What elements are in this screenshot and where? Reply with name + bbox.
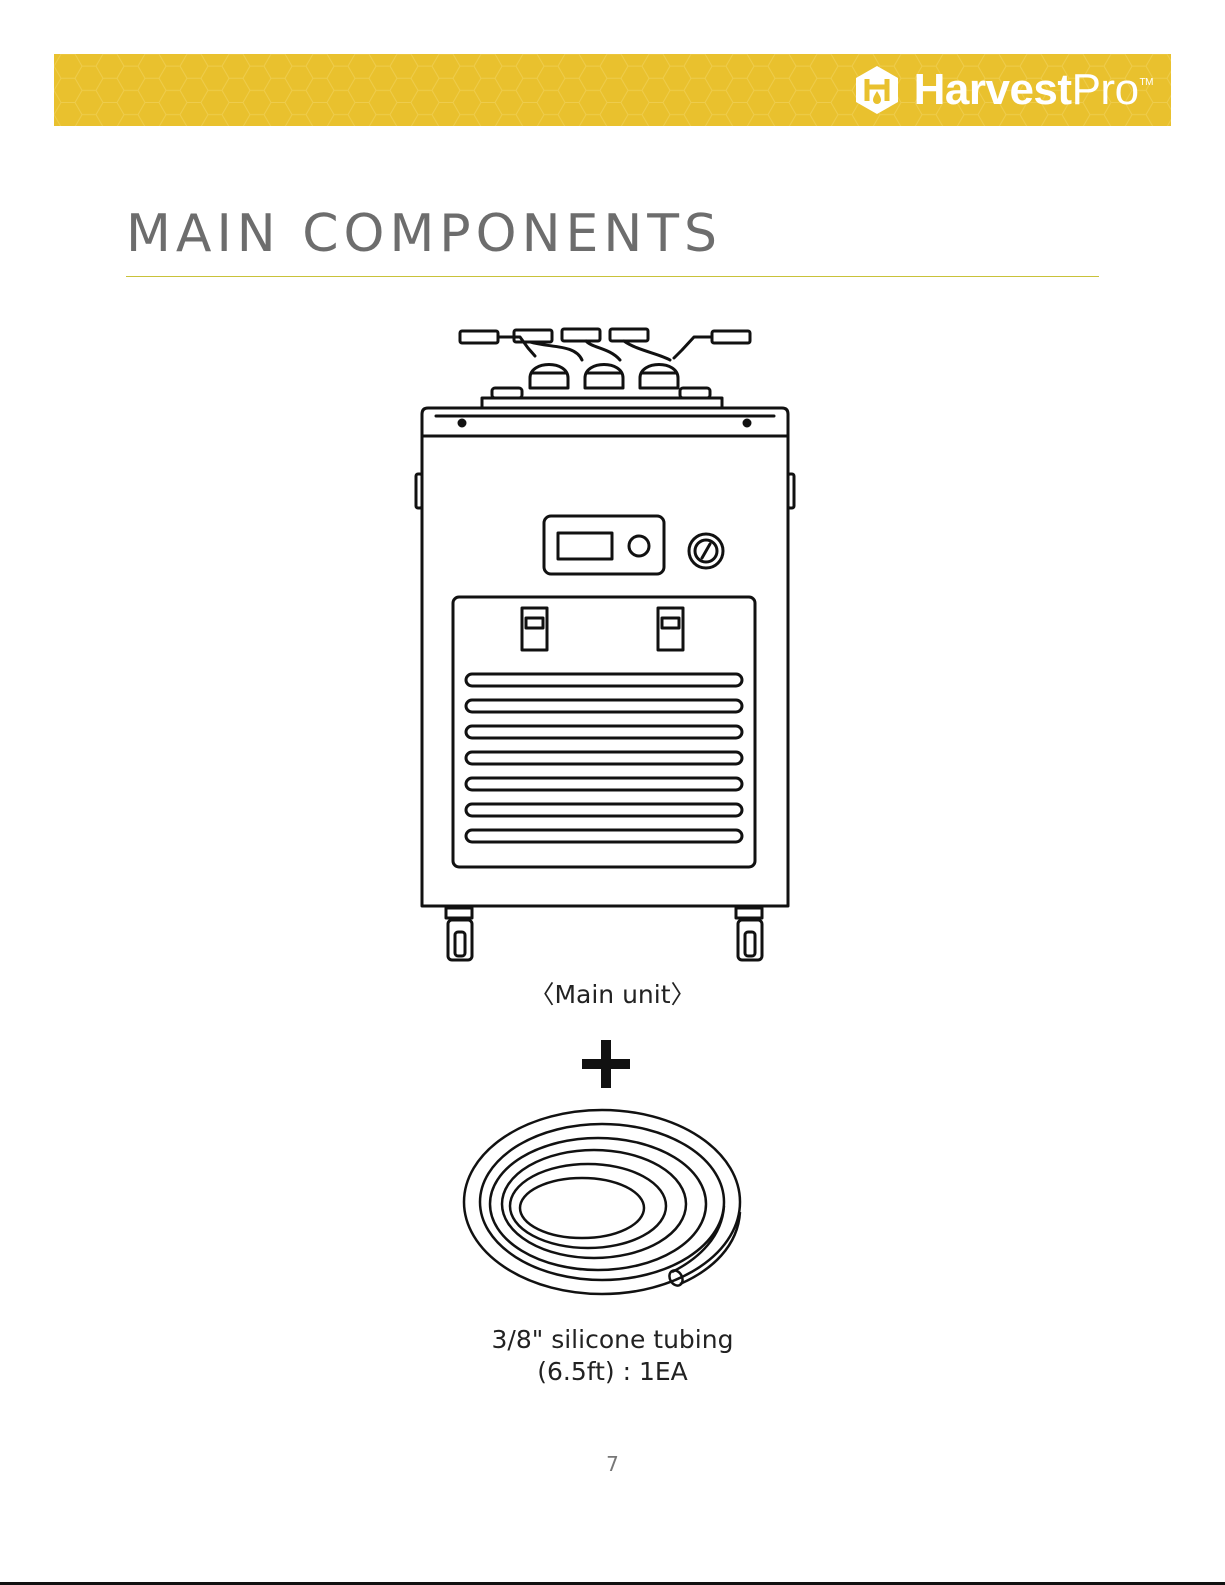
tubing-caption: 3/8" silicone tubing (6.5ft) : 1EA — [0, 1324, 1225, 1388]
plus-icon — [582, 1040, 630, 1088]
casters — [446, 908, 762, 960]
tubing-caption-line1: 3/8" silicone tubing — [0, 1324, 1225, 1356]
harvestpro-logo-icon — [852, 64, 902, 116]
title-rule — [126, 276, 1099, 277]
main-unit-caption: 〈Main unit〉 — [0, 975, 1225, 1011]
main-unit-drawing — [410, 318, 810, 968]
page-number: 7 — [0, 1452, 1225, 1476]
top-valve-assembly — [460, 329, 750, 408]
brand-name-light: Pro — [1072, 64, 1139, 116]
brand-name-bold: Harvest — [914, 64, 1072, 116]
silicone-tubing-coil-drawing — [460, 1106, 760, 1306]
cabinet-body — [416, 408, 794, 906]
page-title: MAIN COMPONENTS — [126, 202, 722, 266]
trademark-symbol: TM — [1140, 78, 1153, 88]
tubing-caption-line2: (6.5ft) : 1EA — [0, 1356, 1225, 1388]
